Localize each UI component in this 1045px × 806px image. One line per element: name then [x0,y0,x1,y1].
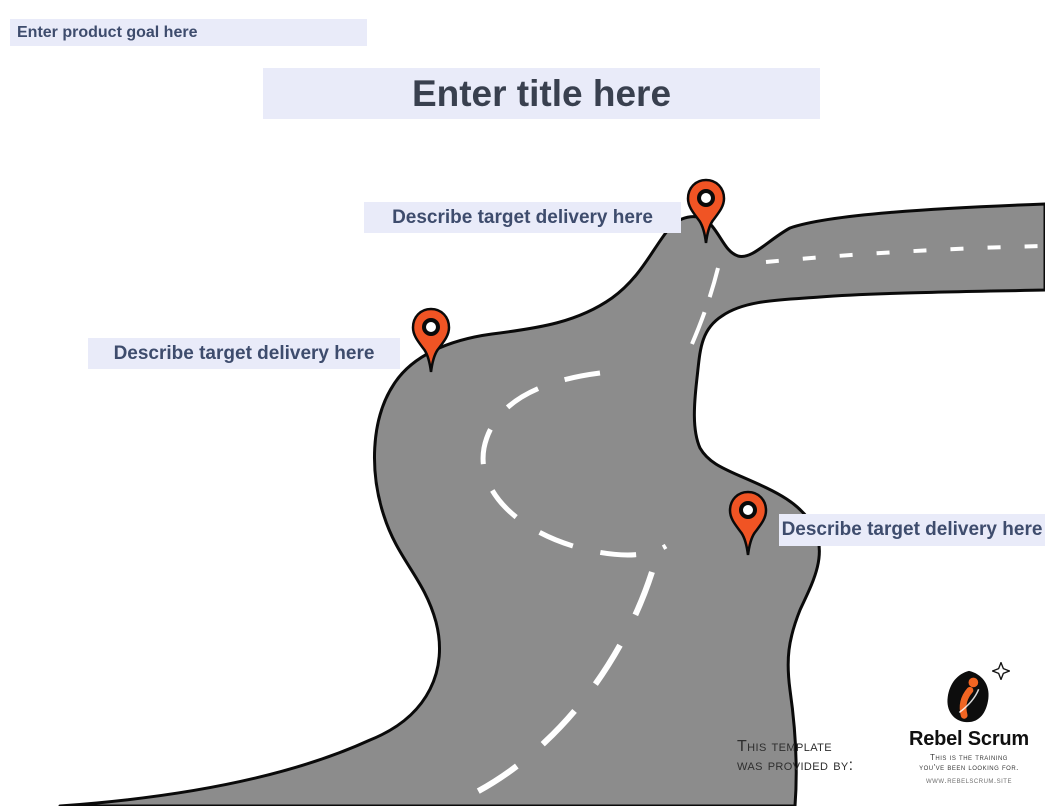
road-centerline-hairpin [690,267,720,345]
brand-tagline-line-1: This is the training [930,753,1008,762]
brand-tagline-line-2: you've been looking for. [919,763,1019,772]
footer-credit-line-1: This template [737,738,833,755]
footer-credit-line-2: was provided by: [737,757,854,774]
milestone-label-2-text: Describe target delivery here [113,342,375,364]
milestone-label-3[interactable]: Describe target delivery here [779,514,1045,546]
location-pin-icon [728,490,768,556]
road-shape [58,202,1045,806]
brand-website: www.rebelscrum.site [926,776,1012,785]
location-pin-icon [411,307,451,373]
location-pin-icon [686,178,726,244]
milestone-label-2[interactable]: Describe target delivery here [88,338,400,369]
product-goal-text: Enter product goal here [17,23,198,41]
brand-logo-block: Rebel Scrum This is the training you've … [891,662,1045,785]
footer-credit: This template was provided by: [737,737,854,775]
milestone-label-3-text: Describe target delivery here [781,519,1043,540]
star-icon [992,662,1010,680]
road-centerline-middle [480,370,668,558]
rebel-scrum-logo-icon [947,670,989,723]
milestone-label-1[interactable]: Describe target delivery here [364,202,681,233]
brand-name: Rebel Scrum [908,728,1030,750]
milestone-label-1-text: Describe target delivery here [392,206,653,228]
product-goal-placeholder[interactable]: Enter product goal here [10,19,367,46]
title-text: Enter title here [411,72,672,114]
road-centerline-bottom [446,571,655,806]
title-placeholder[interactable]: Enter title here [263,68,820,119]
